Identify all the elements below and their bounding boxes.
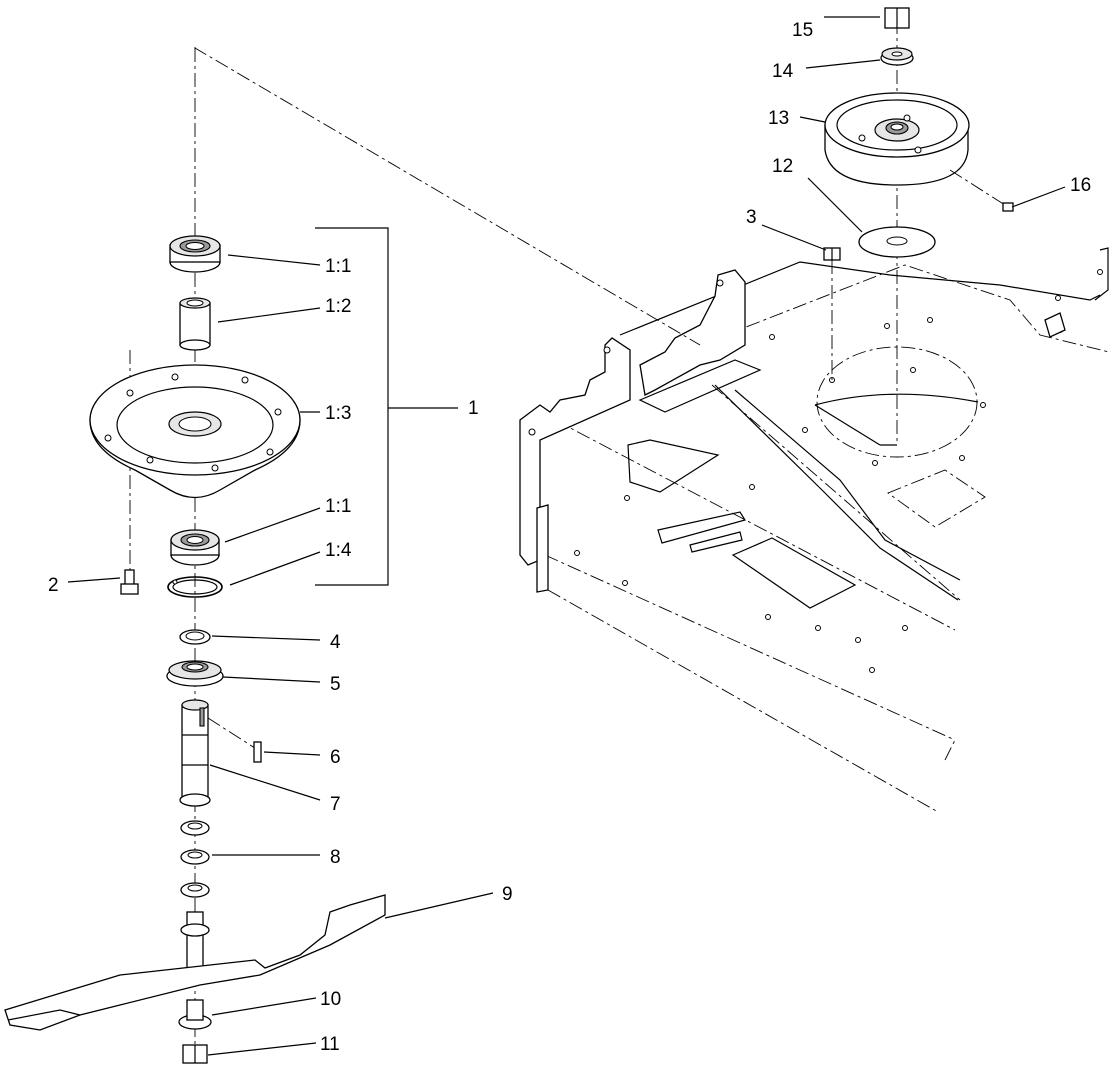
pulley-assembly [823,7,1014,445]
callout-5: 5 [330,674,341,695]
bolt [120,569,139,595]
callout-14: 14 [772,61,794,82]
callout-6: 6 [330,747,341,768]
callout-7: 7 [330,794,341,815]
callout-1-4: 1:4 [325,540,352,561]
key [207,717,262,763]
callout-11: 11 [320,1034,340,1055]
grease-fitting [1002,202,1014,212]
callout-1: 1 [468,398,479,419]
callout-3: 3 [746,207,757,228]
leader-lines [67,16,1066,1056]
spindle-shaft [179,699,211,807]
callout-16: 16 [1070,175,1091,196]
seal [166,660,224,687]
callout-9: 9 [502,884,513,905]
callouts: 1 1:1 1:2 1:3 1:1 1:4 2 3 4 5 6 7 8 9 10… [48,20,1091,1055]
washer-4 [179,629,211,645]
pulley [824,92,1006,206]
callout-12: 12 [772,156,793,177]
centerline [194,47,701,346]
pulley-nut [884,7,910,29]
spacer-8 [180,820,210,898]
deck-nut [823,247,841,261]
snap-ring [167,576,223,598]
callout-1-1-top: 1:1 [325,256,351,277]
callout-10: 10 [320,989,341,1010]
callout-1-2: 1:2 [325,296,351,317]
callout-1-1-bottom: 1:1 [325,496,351,517]
bearing-bottom [170,529,220,566]
spindle-assembly [4,48,386,1064]
callout-13: 13 [768,108,789,129]
callout-15: 15 [792,20,813,41]
spindle-housing [89,364,301,499]
callout-4: 4 [330,632,341,653]
nut [182,1044,208,1064]
pulley-spacer [858,226,936,258]
callout-1-3: 1:3 [325,403,351,424]
pulley-washer [880,47,914,66]
washer-10 [178,999,212,1030]
callout-8: 8 [330,847,341,868]
blade [4,894,386,1031]
mower-deck [519,247,1109,813]
deck-holes [574,269,1103,673]
bearing-top [169,235,221,273]
callout-2: 2 [48,575,59,596]
spacer-tube [179,297,211,351]
